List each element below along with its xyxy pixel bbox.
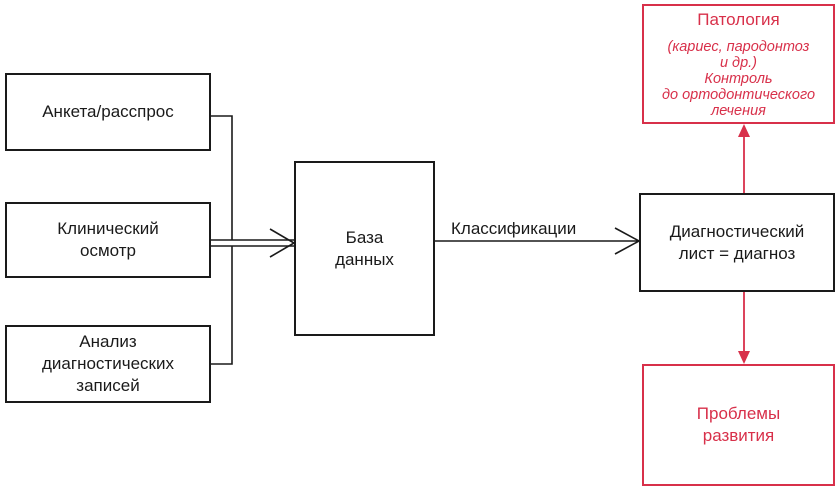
bracket-anketa [211, 115, 233, 240]
node-diagnosis-line-1: Диагностический [669, 221, 805, 241]
node-osmotr-line-2: осмотр [80, 241, 136, 260]
arrow-head-pathology [738, 124, 750, 137]
node-pathology-detail-4: до ортодонтического [661, 87, 816, 103]
edge-label-classification: Классификации [451, 219, 577, 238]
node-analiz: Анализ диагностических записей [5, 325, 211, 403]
node-development-line-1: Проблемы [696, 404, 781, 423]
node-development: Проблемы развития [642, 364, 835, 486]
node-diagnosis-line-2: лист = диагноз [678, 243, 796, 263]
node-pathology-detail-2: и др.) [719, 55, 757, 71]
node-pathology-details: (кариес, пародонтоз и др.) Контроль до о… [662, 39, 815, 119]
node-diagnosis: Диагностический лист = диагноз [639, 193, 835, 292]
node-database-line-1: База [345, 227, 384, 247]
node-pathology-title: Патология [697, 10, 780, 29]
node-anketa-line-1: Анкета/расспрос [42, 102, 174, 121]
node-pathology-detail-3: Контроль [704, 71, 773, 87]
node-analiz-line-1: Анализ [79, 332, 137, 351]
node-pathology-detail-1: (кариес, пародонтоз [667, 39, 810, 55]
node-development-line-2: развития [702, 426, 775, 445]
node-osmotr: Клинический осмотр [5, 202, 211, 278]
arrow-head-development [738, 351, 750, 364]
node-anketa: Анкета/расспрос [5, 73, 211, 151]
node-analiz-line-2: диагностических [42, 354, 174, 373]
arrow-head-database [269, 228, 296, 258]
node-osmotr-line-1: Клинический [57, 219, 159, 238]
node-analiz-line-3: записей [76, 376, 140, 395]
node-database: База данных [294, 161, 435, 336]
bracket-analiz [211, 246, 233, 365]
node-pathology: Патология (кариес, пародонтоз и др.) Кон… [642, 4, 835, 124]
node-database-line-2: данных [335, 249, 394, 269]
node-pathology-detail-5: лечения [711, 103, 766, 119]
